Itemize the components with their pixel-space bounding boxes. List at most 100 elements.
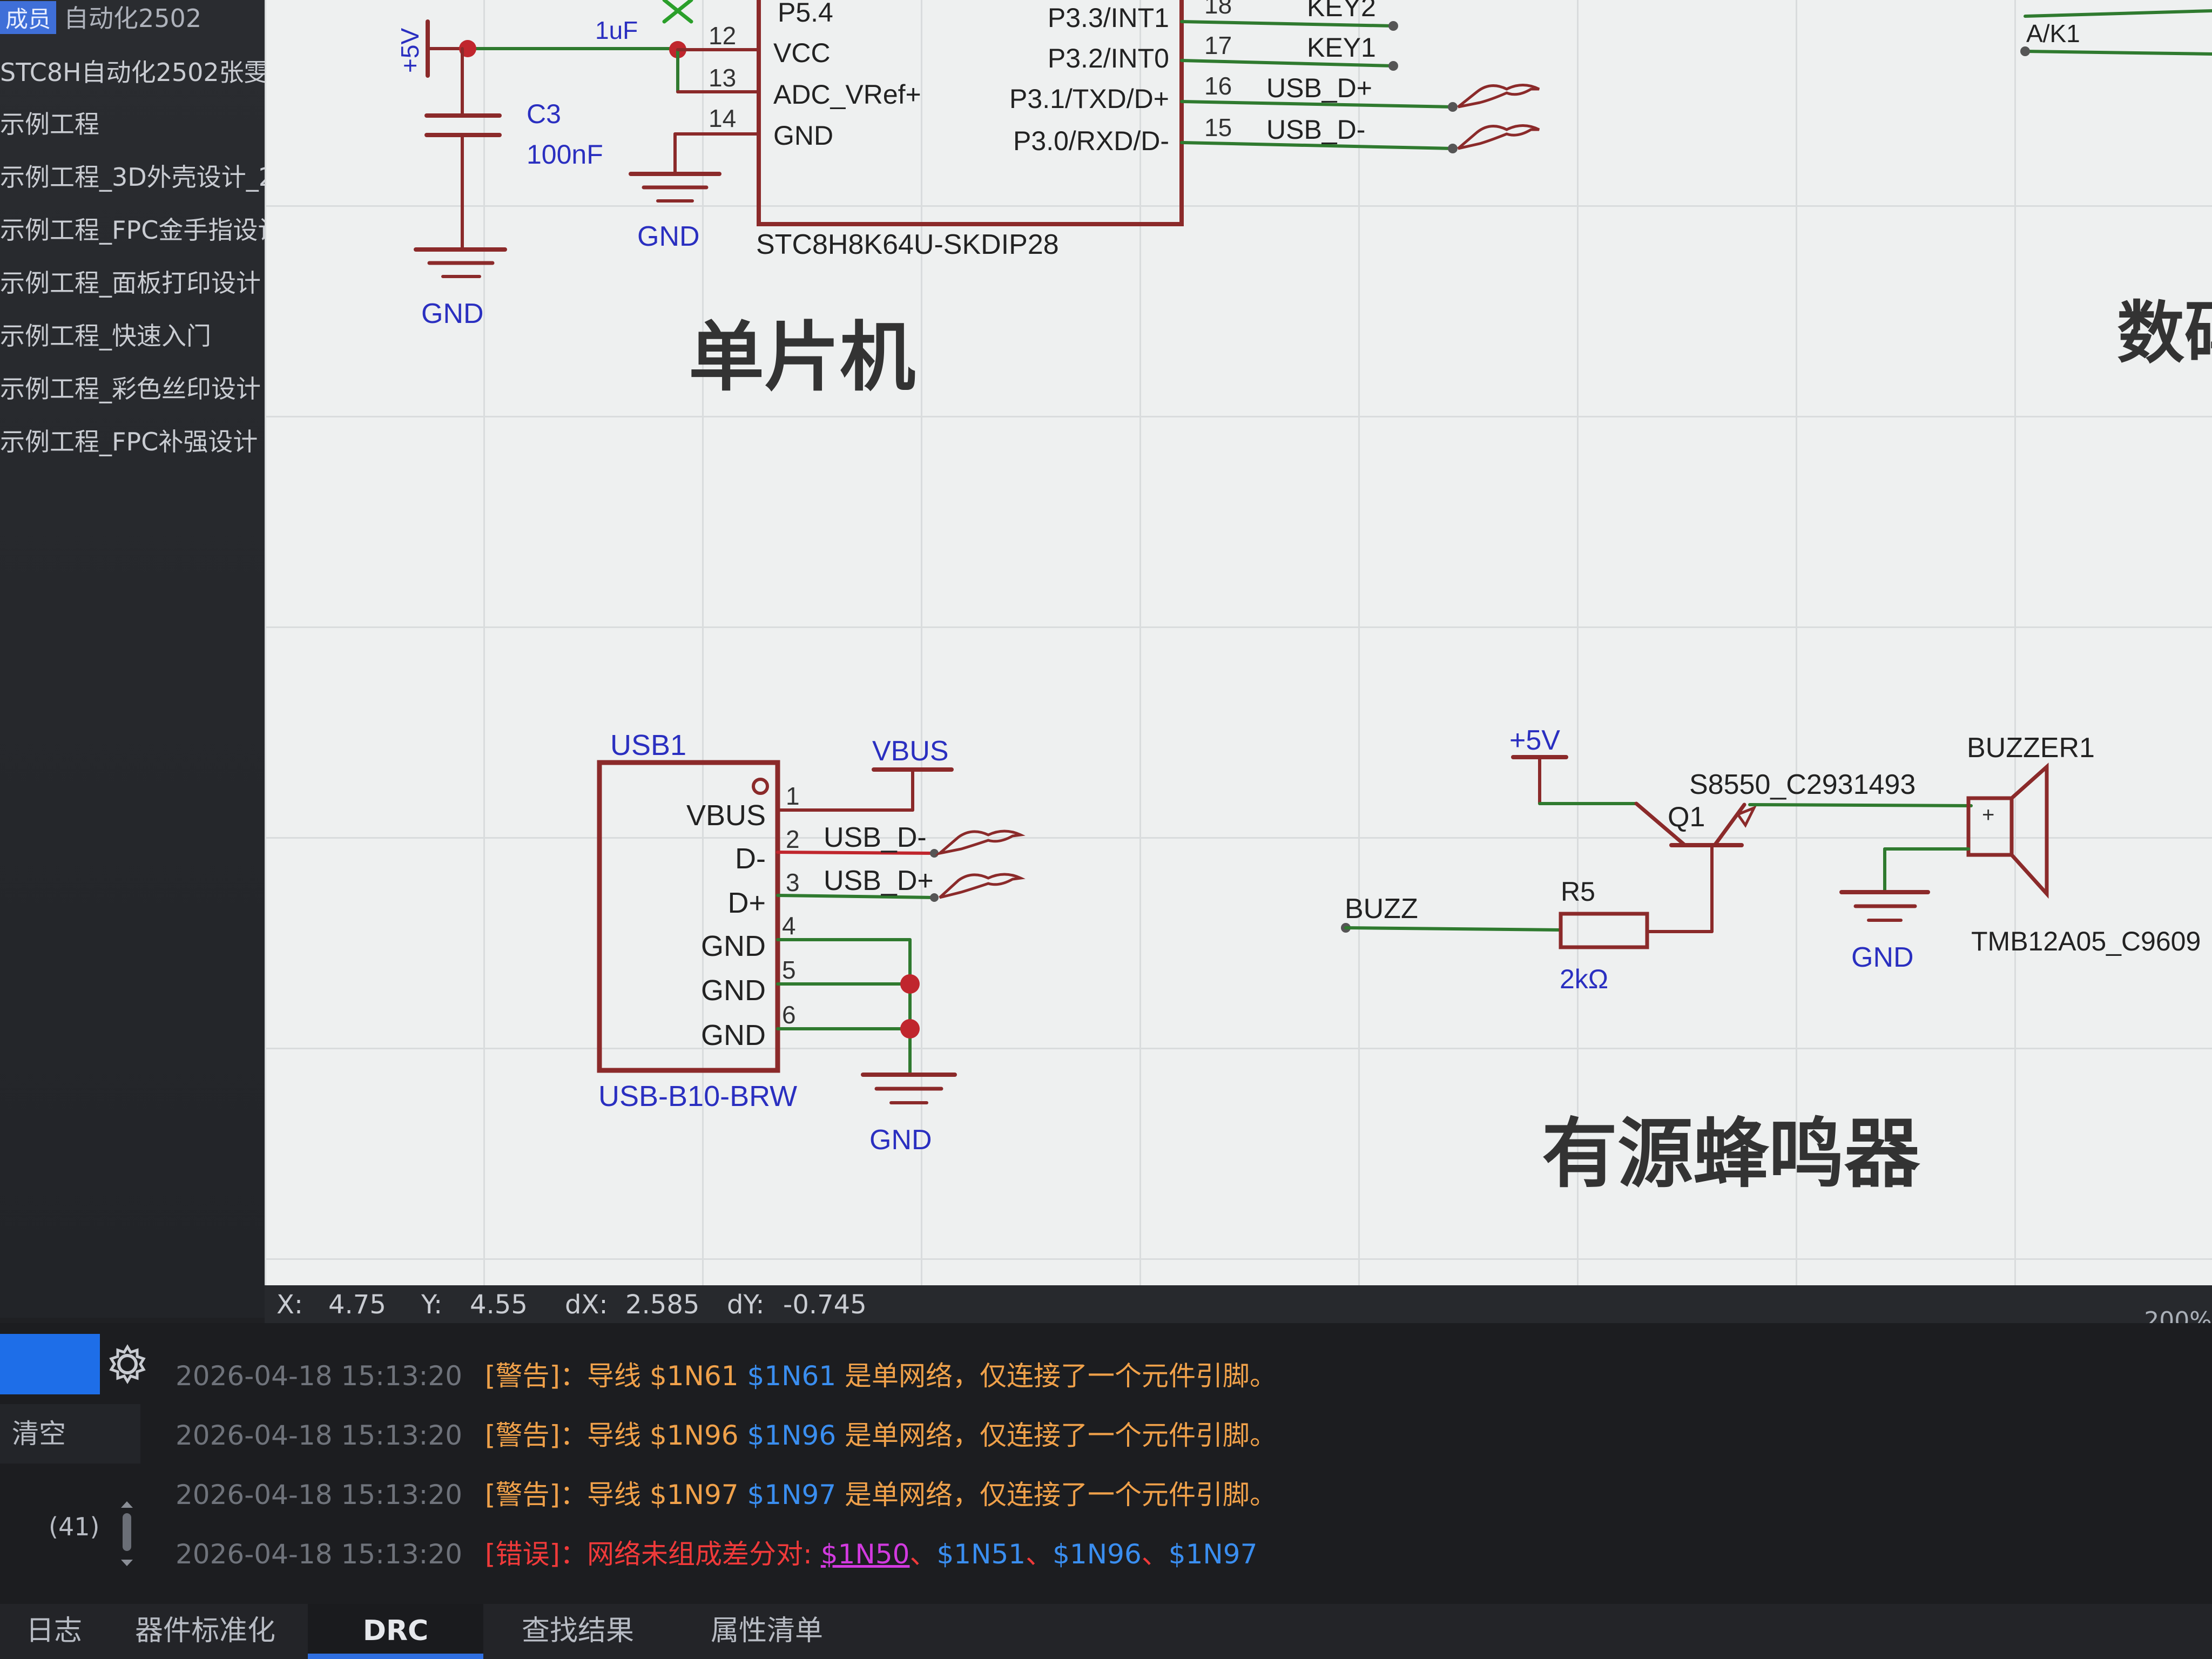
net-link[interactable]: $1N96 <box>1053 1539 1142 1570</box>
bottom-tab-bar: 日志 器件标准化 DRC 查找结果 属性清单 <box>0 1604 2212 1659</box>
tab-log[interactable]: 日志 <box>25 1615 82 1647</box>
coord-dy-label: dY: <box>727 1290 765 1320</box>
project-item[interactable]: 示例工程_FPC金手指设计 <box>0 215 283 245</box>
schematic-drawing: +5V C3 100nF GND 1uF <box>396 0 2212 1198</box>
log-message: 是单网络，仅连接了一个元件引脚。 <box>836 1479 1277 1510</box>
coord-dx-value: 2.585 <box>625 1290 700 1320</box>
chip-part-number: STC8H8K64U-SKDIP28 <box>756 229 1059 260</box>
pin-number: 6 <box>782 1001 796 1029</box>
usb-ref: USB1 <box>610 729 686 761</box>
net-label-buzz: BUZZ <box>1345 893 1418 925</box>
coord-x-value: 4.75 <box>328 1290 386 1320</box>
capacitor-ref: C3 <box>527 99 561 129</box>
tab-property-list[interactable]: 属性清单 <box>710 1615 823 1647</box>
net-link[interactable]: $1N61 <box>747 1360 837 1392</box>
pin-number: 3 <box>786 868 800 896</box>
log-panel: 清空 (41) 2026-04-18 15:13:20[警告]：导线 $1N61… <box>0 1323 2212 1604</box>
log-scrollbar[interactable] <box>120 1501 134 1566</box>
net-label: USB_D- <box>824 822 927 853</box>
log-message: 是单网络，仅连接了一个元件引脚。 <box>836 1420 1277 1451</box>
net-label: USB_D- <box>1266 114 1365 145</box>
log-message: [错误]：网络未组成差分对: <box>485 1539 821 1570</box>
pin-number: 2 <box>786 825 800 853</box>
pin-number: 16 <box>1204 72 1232 100</box>
log-timestamp: 2026-04-18 15:13:20 <box>176 1479 463 1510</box>
svg-text:+: + <box>1982 803 1994 827</box>
schematic-canvas[interactable] <box>265 0 2212 1296</box>
project-item-current[interactable]: 成员自动化2502 <box>0 0 201 35</box>
separator: 、 <box>1026 1539 1053 1570</box>
project-item[interactable]: 示例工程_快速入门 <box>0 321 211 350</box>
coord-dx-label: dX: <box>565 1290 608 1320</box>
pin-name: P3.0/RXD/D- <box>1013 126 1169 156</box>
pin-name: GND <box>773 120 833 151</box>
net-link[interactable]: $1N50 <box>820 1539 910 1570</box>
net-link[interactable]: $1N97 <box>747 1479 837 1510</box>
log-message: [警告]：导线 $1N96 <box>485 1420 747 1451</box>
pin-number: 4 <box>782 912 796 940</box>
gear-icon[interactable] <box>106 1343 149 1386</box>
section-title-mcu: 单片机 <box>689 314 915 402</box>
gnd-label: GND <box>637 221 700 252</box>
project-item[interactable]: 示例工程_FPC补强设计 <box>0 427 258 456</box>
separator: 、 <box>1141 1539 1169 1570</box>
clear-button[interactable]: 清空 <box>0 1404 140 1464</box>
coord-x-label: X: <box>276 1290 304 1320</box>
resistor-value: 2kΩ <box>1560 964 1608 994</box>
project-item[interactable]: STC8H自动化2502张雯瑞 <box>0 58 294 87</box>
coord-y-label: Y: <box>421 1290 443 1320</box>
mcu-chip[interactable]: P5.4 VCC ADC_VRef+ GND P3.3/INT1 P3.2/IN… <box>756 0 1184 260</box>
project-item[interactable]: 示例工程_彩色丝印设计 <box>0 374 261 403</box>
pin-name: P3.3/INT1 <box>1048 3 1169 33</box>
transistor-ref: Q1 <box>1668 801 1705 833</box>
pin-number: 14 <box>709 104 736 132</box>
pin-number: 13 <box>709 64 736 92</box>
tab-component-standardize[interactable]: 器件标准化 <box>134 1615 275 1647</box>
usb-outline <box>597 760 780 1073</box>
project-item[interactable]: 示例工程 <box>0 110 99 139</box>
coord-dy-value: -0.745 <box>783 1290 867 1320</box>
chip-outline <box>757 0 1184 226</box>
section-title-digit: 数码 <box>2117 294 2212 373</box>
log-count: (41) <box>49 1512 100 1541</box>
net-link[interactable]: $1N97 <box>1168 1539 1258 1570</box>
gnd-label: GND <box>869 1124 932 1156</box>
pin-number: 12 <box>709 22 736 50</box>
net-link[interactable]: $1N51 <box>936 1539 1026 1570</box>
tab-drc[interactable]: DRC <box>308 1604 483 1659</box>
pin-number: 17 <box>1204 31 1232 59</box>
pin-name: D- <box>735 842 766 875</box>
log-row[interactable]: 2026-04-18 15:13:20[警告]：导线 $1N61 $1N61 是… <box>176 1354 1277 1393</box>
log-timestamp: 2026-04-18 15:13:20 <box>176 1360 463 1392</box>
log-row[interactable]: 2026-04-18 15:13:20[警告]：导线 $1N97 $1N97 是… <box>176 1473 1277 1512</box>
junction-dot <box>900 974 920 994</box>
net-label: KEY2 <box>1307 0 1376 22</box>
net-label: KEY1 <box>1307 32 1376 63</box>
tab-find-results[interactable]: 查找结果 <box>521 1615 634 1647</box>
gnd-label: GND <box>421 298 484 329</box>
net-label: USB_D+ <box>824 865 934 896</box>
capacitor-value: 100nF <box>527 139 603 170</box>
log-row[interactable]: 2026-04-18 15:13:20[错误]：网络未组成差分对: $1N50、… <box>176 1533 1257 1572</box>
pin-number: 1 <box>786 782 800 810</box>
run-drc-button[interactable] <box>0 1334 100 1394</box>
pin-number: 5 <box>782 956 796 984</box>
project-item[interactable]: 示例工程_面板打印设计 <box>0 268 261 298</box>
net-link[interactable]: $1N96 <box>747 1420 837 1451</box>
buzzer-part: TMB12A05_C9609 <box>1971 926 2201 956</box>
pin-number: 15 <box>1204 113 1232 141</box>
log-row[interactable]: 2026-04-18 15:13:20[警告]：导线 $1N96 $1N96 是… <box>176 1414 1277 1453</box>
coord-y-value: 4.55 <box>470 1290 528 1320</box>
section-title-buzzer: 有源蜂鸣器 <box>1542 1110 1920 1198</box>
buzzer-circuit[interactable]: +5V S8550_C2931493 Q1 BUZZ R5 2kΩ + <box>1341 725 2201 994</box>
transistor-part: S8550_C2931493 <box>1689 769 1916 800</box>
project-item[interactable]: 示例工程_3D外壳设计_2 <box>0 163 274 192</box>
usb-connector[interactable]: USB1 USB-B10-BRW VBUS D- D+ GND GND GND <box>597 729 797 1112</box>
resistor-ref: R5 <box>1561 876 1595 907</box>
usb-part: USB-B10-BRW <box>598 1080 797 1112</box>
pin-name: GND <box>701 930 766 962</box>
coordinate-bar: X: 4.75 Y: 4.55 dX: 2.585 dY: -0.745 200… <box>265 1285 2212 1334</box>
pin-number: 18 <box>1204 0 1232 19</box>
transistor-emitter <box>1634 801 1687 847</box>
pin-name: A/K1 <box>2026 19 2080 48</box>
